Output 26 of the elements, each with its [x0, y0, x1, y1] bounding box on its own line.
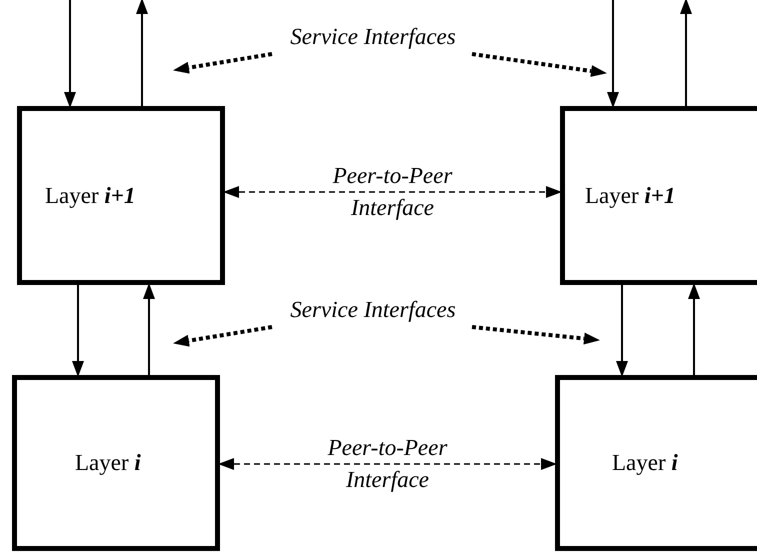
edge-label: Peer-to-Peer Interface — [332, 162, 454, 222]
arrow — [688, 283, 700, 375]
interface-label: Service Interfaces — [263, 293, 483, 327]
arrow — [616, 285, 628, 377]
leader-line — [472, 325, 600, 345]
layer-box — [560, 106, 757, 285]
interface-label: Service Interfaces — [263, 20, 483, 54]
arrow — [72, 285, 84, 377]
layer-label: Layer i — [75, 450, 141, 476]
layer-label: Layer i — [612, 450, 678, 476]
layer-label: Layer i+1 — [45, 182, 136, 208]
leader-line — [472, 52, 607, 77]
layer-box — [12, 375, 220, 551]
leader-line — [173, 52, 272, 74]
edge-label: Peer-to-Peer Interface — [326, 434, 448, 494]
arrow — [680, 0, 692, 106]
arrow — [607, 0, 619, 108]
leader-line — [173, 325, 272, 347]
arrow — [143, 283, 155, 375]
double-arrow — [223, 186, 562, 198]
layer-label: Layer i+1 — [585, 182, 676, 208]
double-arrow — [218, 458, 557, 470]
layer-box — [555, 375, 757, 551]
layer-box — [17, 106, 225, 285]
arrow — [136, 0, 148, 106]
arrow — [64, 0, 76, 108]
